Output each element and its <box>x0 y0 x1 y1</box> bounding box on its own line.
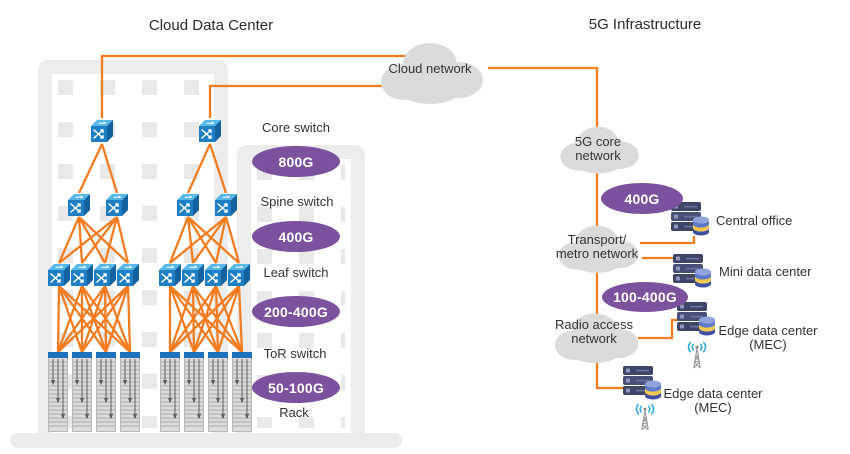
edge-data-center-2-server-icon <box>623 366 661 400</box>
spine-switch-icon <box>105 193 129 217</box>
mini-data-center-server-icon <box>673 254 711 288</box>
core2-spine-links <box>186 143 228 194</box>
spine1a-leaf-links <box>57 216 129 264</box>
core1-to-cloud-link <box>100 54 452 118</box>
spine-switch-icon <box>67 193 91 217</box>
spine2b-leaf-links <box>169 216 241 264</box>
radio-to-edge-dc1-link <box>638 318 678 340</box>
radio-access-label-line2: network <box>571 331 617 346</box>
leaf-switch-icon <box>227 263 251 287</box>
metro-speed-pill: 100-400G <box>602 282 688 312</box>
core-speed-pill: 800G <box>252 146 340 177</box>
antenna-icon <box>687 341 707 369</box>
leaf-switch-icon <box>204 263 228 287</box>
leaf1d-rack-links <box>57 285 132 353</box>
5g-core-network-label-line1: 5G core <box>574 134 622 149</box>
rack-icon <box>160 352 180 432</box>
edge-dc2-label-line2: (MEC) <box>694 400 732 415</box>
mini-data-center-label: Mini data center <box>719 264 812 279</box>
spine1b-leaf-links <box>58 216 130 264</box>
edge-data-center-1-server-icon <box>677 302 715 336</box>
core-switch-icon <box>90 119 114 143</box>
antenna-icon <box>635 403 655 431</box>
rack-label: Rack <box>279 405 309 420</box>
rack-icon <box>232 352 252 432</box>
edge-data-center-1-label: Edge data center (MEC) <box>718 324 817 352</box>
spine-speed-pill: 400G <box>252 221 340 252</box>
core1-spine-links <box>77 143 119 194</box>
core2-to-cloud-link <box>208 84 448 118</box>
transport-to-central-office-link <box>640 236 696 245</box>
ground-base <box>10 433 402 448</box>
left-section-title: Cloud Data Center <box>148 17 274 34</box>
central-office-label: Central office <box>716 213 793 228</box>
tor-speed-pill: 50-100G <box>252 372 340 403</box>
leaf-switch-icon <box>70 263 94 287</box>
rack-icon <box>184 352 204 432</box>
spine-switch-icon <box>176 193 200 217</box>
transport-metro-label-line2: metro network <box>555 246 639 261</box>
leaf-switch-icon <box>116 263 140 287</box>
spine-switch-icon <box>214 193 238 217</box>
central-office-server-icon <box>671 202 709 236</box>
tor-switch-label: ToR switch <box>263 346 327 361</box>
leaf-switch-icon <box>181 263 205 287</box>
transport-metro-network-label: Transport/ metro network <box>556 233 638 261</box>
edge-dc1-label-line2: (MEC) <box>749 337 787 352</box>
rack-icon <box>120 352 140 432</box>
rack-icon <box>48 352 68 432</box>
rack-icon <box>96 352 116 432</box>
radio-access-network-label: Radio access network <box>555 318 633 346</box>
spine-switch-label: Spine switch <box>260 194 334 209</box>
core-switch-label: Core switch <box>262 120 330 135</box>
transport-metro-label-line1: Transport/ <box>567 232 627 247</box>
edge-data-center-2-label: Edge data center (MEC) <box>663 387 762 415</box>
core-switch-icon <box>198 119 222 143</box>
leaf-switch-icon <box>93 263 117 287</box>
leaf-switch-icon <box>158 263 182 287</box>
edge-dc1-label-line1: Edge data center <box>718 323 818 338</box>
right-section-title: 5G Infrastructure <box>588 16 702 33</box>
leaf-switch-label: Leaf switch <box>263 265 329 280</box>
spine2a-leaf-links <box>168 216 240 264</box>
5g-core-speed-pill: 400G <box>601 183 683 214</box>
rack-icon <box>208 352 228 432</box>
cloud-network-label: Cloud network <box>388 61 472 76</box>
rack-icon <box>72 352 92 432</box>
radio-access-label-line1: Radio access <box>554 317 634 332</box>
edge-dc2-label-line1: Edge data center <box>663 386 763 401</box>
leaf2d-rack-links <box>169 285 244 353</box>
5g-core-network-label-line2: network <box>575 148 621 163</box>
leaf-switch-icon <box>47 263 71 287</box>
5g-core-network-label: 5G core network <box>575 135 621 163</box>
leaf-speed-pill: 200-400G <box>252 296 340 327</box>
